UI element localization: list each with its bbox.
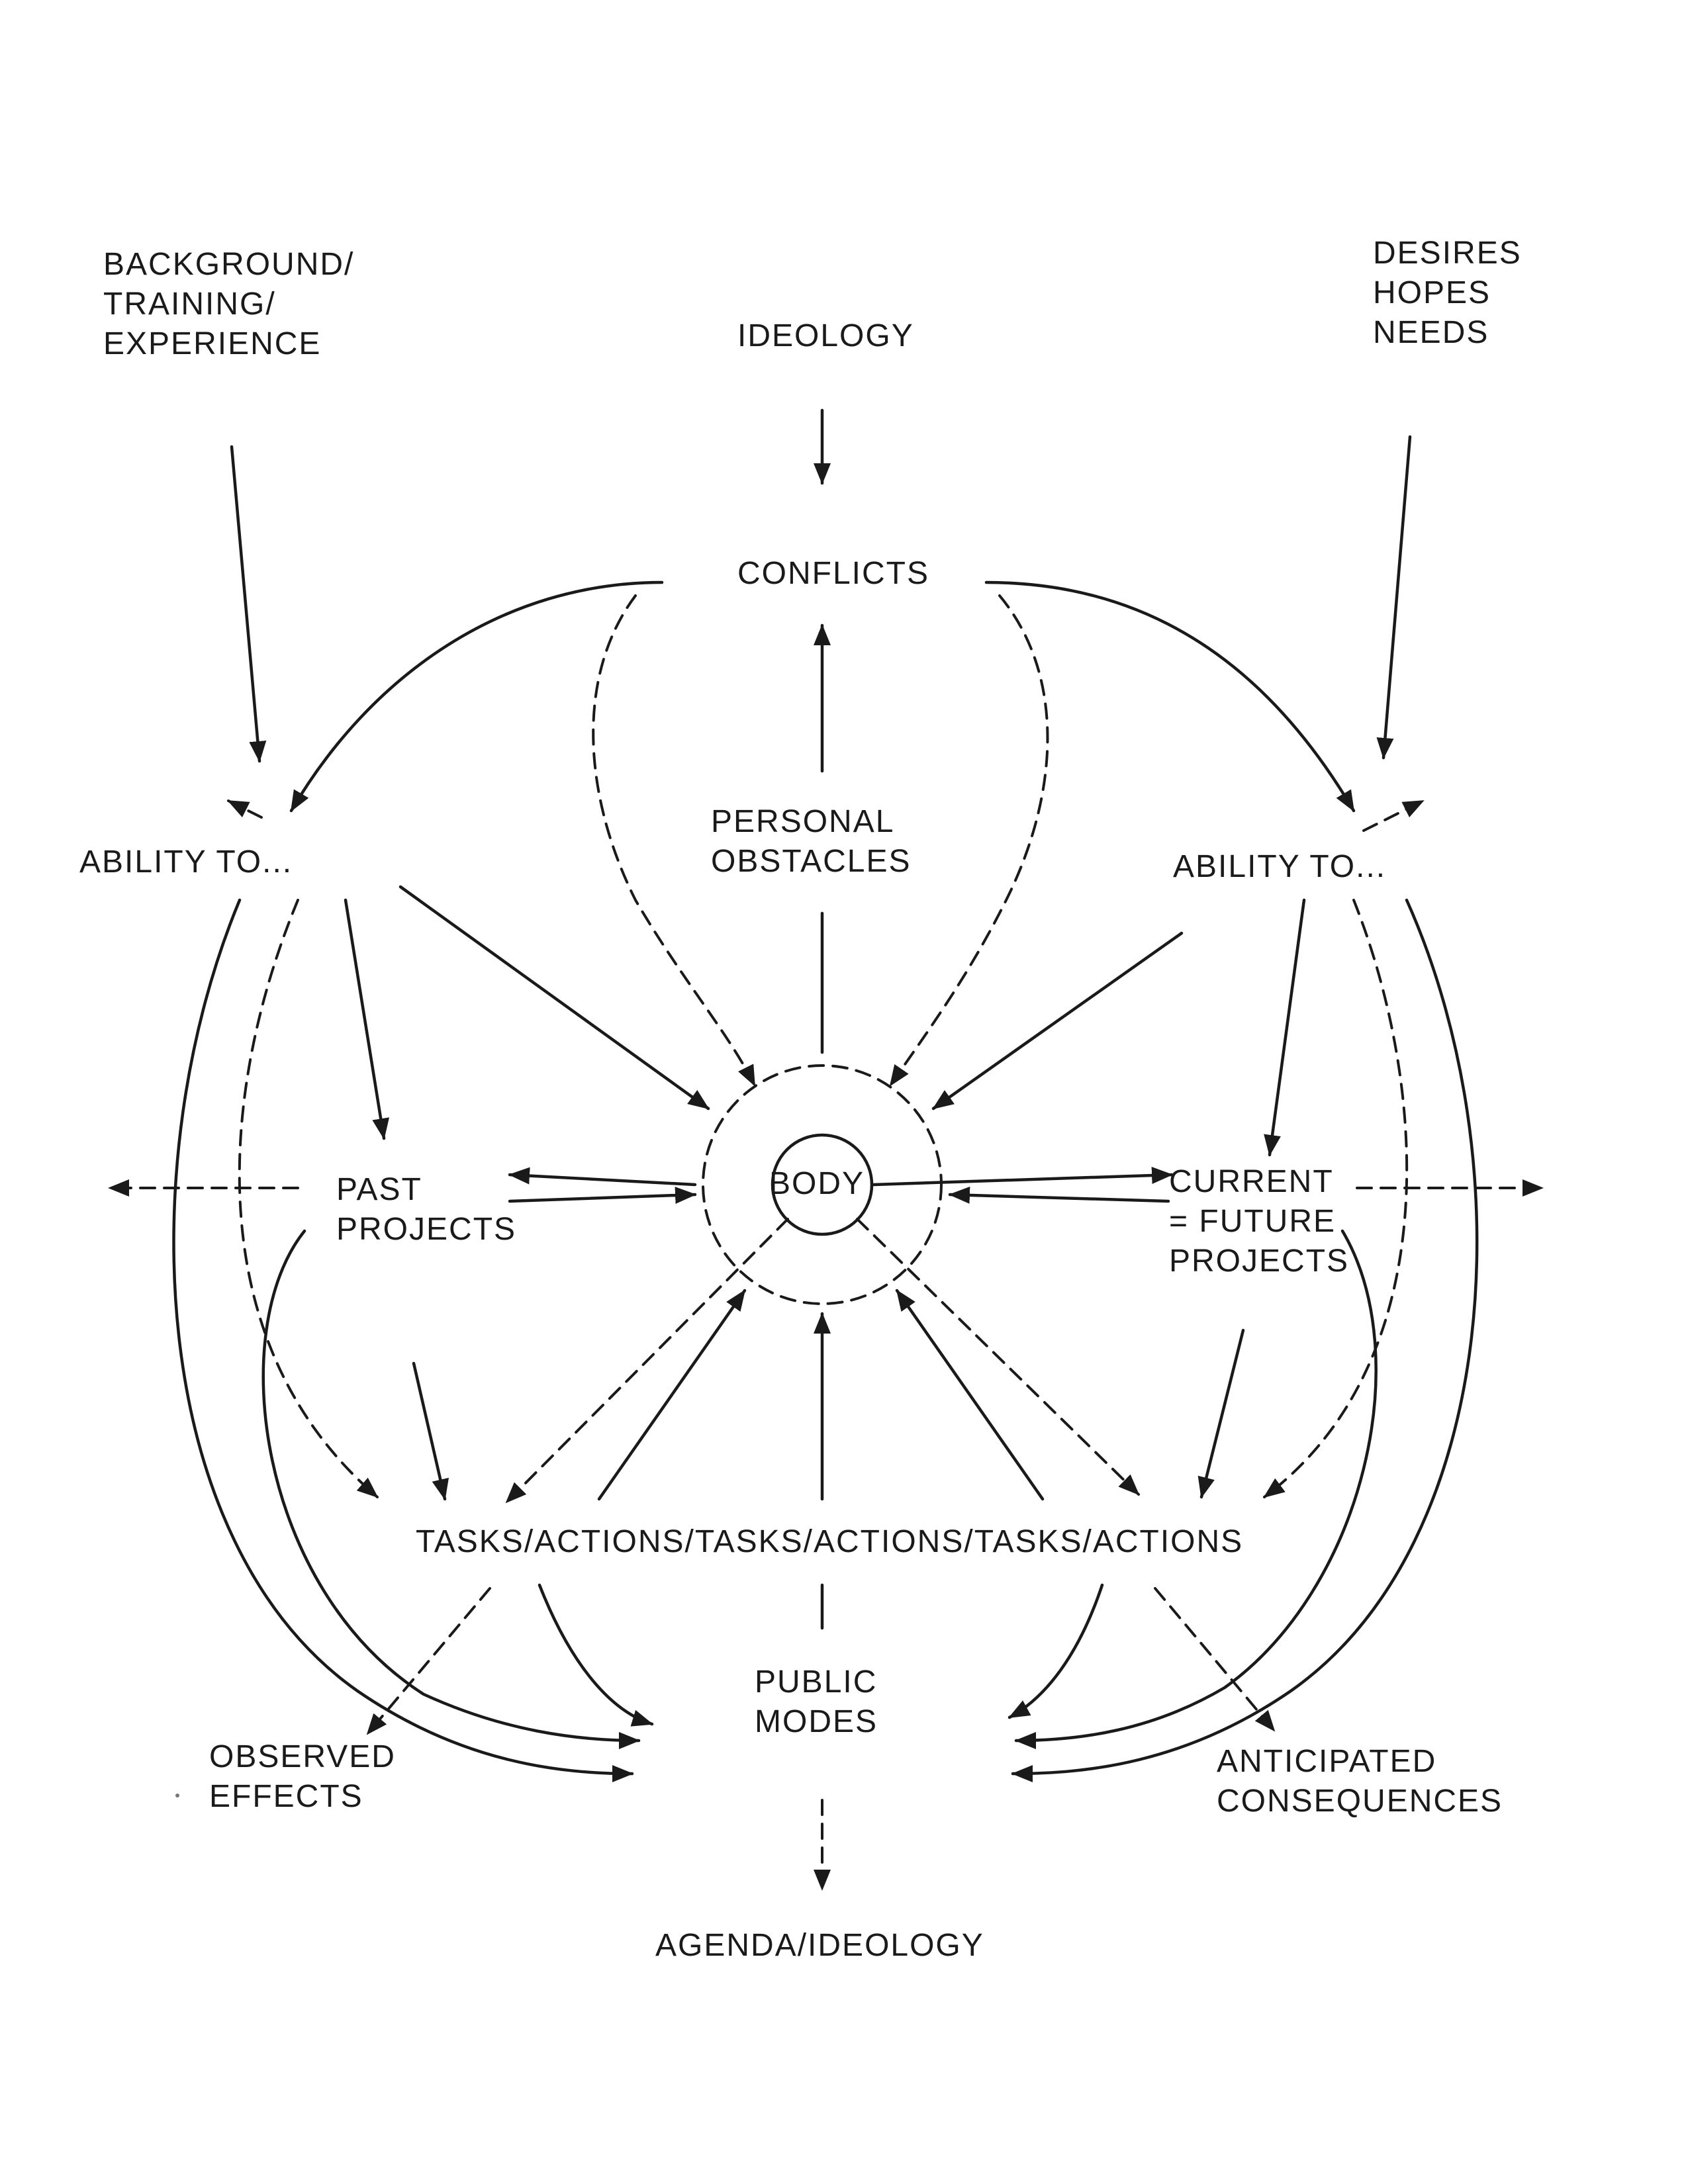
arrow-tasks-left-to-public <box>538 1583 654 1727</box>
arrow-tasks-to-body-left <box>597 1289 747 1501</box>
node-anticipated-consequences: ANTICIPATED CONSEQUENCES <box>1217 1742 1503 1821</box>
dashed-conflicts-to-body-left <box>592 594 756 1087</box>
label-line: OBSERVED <box>209 1739 396 1774</box>
label-line: PAST <box>336 1172 422 1207</box>
node-public-modes: PUBLIC MODES <box>755 1662 878 1742</box>
node-ability-right: ABILITY TO... <box>1173 849 1387 884</box>
label-line: NEEDS <box>1373 315 1489 350</box>
label-line: MODES <box>755 1704 878 1739</box>
arrow-tasks-right-to-public <box>1008 1583 1104 1719</box>
label-line: PUBLIC <box>755 1664 878 1700</box>
node-observed-effects: OBSERVED EFFECTS <box>209 1737 396 1817</box>
node-background-training-experience: BACKGROUND/ TRAINING/ EXPERIENCE <box>103 245 354 364</box>
label-line: CURRENT <box>1169 1164 1334 1199</box>
dashed-conflicts-to-body-right <box>889 594 1049 1087</box>
dashed-ability-left-to-tasks <box>238 899 379 1498</box>
node-ideology: IDEOLOGY <box>737 318 914 353</box>
node-ability-left: ABILITY TO... <box>79 844 293 880</box>
label-line: ANTICIPATED <box>1217 1744 1437 1779</box>
dashed-tasks-to-observed <box>366 1587 491 1735</box>
speck <box>175 1794 179 1797</box>
dashed-ability-right-out <box>1362 799 1425 832</box>
label-line: PROJECTS <box>1169 1244 1350 1279</box>
arrow-past-to-body <box>508 1187 697 1205</box>
label-line: = FUTURE <box>1169 1204 1336 1239</box>
node-current-future-projects: CURRENT = FUTURE PROJECTS <box>1169 1162 1349 1281</box>
label-line: PERSONAL <box>711 804 895 839</box>
label-line: OBSTACLES <box>711 844 912 879</box>
label-line: HOPES <box>1373 275 1491 310</box>
arrow-current-to-tasks <box>1197 1328 1245 1499</box>
arrow-body-to-current <box>872 1167 1174 1187</box>
arrow-ability-right-to-current <box>1264 898 1306 1157</box>
arrow-ability-left-to-public-outer <box>172 898 634 1782</box>
arrow-current-to-body <box>948 1186 1170 1204</box>
arrow-past-to-public <box>261 1229 641 1749</box>
node-conflicts: CONFLICTS <box>737 556 930 591</box>
arrow-tasks-to-body-right <box>895 1289 1045 1501</box>
node-tasks-actions: TASKS/ACTIONS/TASKS/ACTIONS/TASKS/ACTION… <box>416 1524 1244 1559</box>
node-desires-hopes-needs: DESIRES HOPES NEEDS <box>1373 234 1522 353</box>
arrow-ability-right-to-public-outer <box>1011 898 1479 1782</box>
arrow-ability-left-to-body <box>399 885 710 1111</box>
body-outer-dashed-circle <box>702 1064 943 1305</box>
arrow-past-to-tasks <box>412 1361 449 1501</box>
label-line: TRAINING/ <box>103 287 276 322</box>
arrow-background-to-ability <box>230 445 267 763</box>
label-line: EXPERIENCE <box>103 326 322 361</box>
label-line: DESIRES <box>1373 236 1522 271</box>
dashed-body-to-tasks-right <box>856 1218 1140 1496</box>
dashed-ability-right-to-tasks <box>1263 899 1409 1498</box>
arrow-ability-right-to-body <box>931 931 1184 1111</box>
label-line: BACKGROUND/ <box>103 247 355 282</box>
node-agenda-ideology: AGENDA/IDEOLOGY <box>655 1928 984 1963</box>
dashed-ability-left-out <box>227 799 263 819</box>
arrow-current-to-public <box>1014 1229 1378 1749</box>
node-body: BODY <box>769 1166 865 1201</box>
node-past-projects: PAST PROJECTS <box>336 1170 516 1250</box>
dashed-tasks-to-anticipated <box>1154 1587 1276 1732</box>
body-inner-circle <box>771 1133 874 1236</box>
label-line: PROJECTS <box>336 1212 517 1247</box>
arrow-conflicts-to-ability-right <box>984 580 1356 813</box>
label-line: EFFECTS <box>209 1779 363 1814</box>
arrow-conflicts-to-ability-left <box>289 580 664 813</box>
node-personal-obstacles: PERSONAL OBSTACLES <box>711 802 912 882</box>
arrow-ability-left-to-past <box>344 898 390 1140</box>
dashed-body-to-tasks-left <box>505 1218 789 1504</box>
arrow-body-to-past <box>508 1167 697 1187</box>
label-line: CONSEQUENCES <box>1217 1784 1503 1819</box>
arrow-desires-to-ability <box>1376 435 1412 760</box>
